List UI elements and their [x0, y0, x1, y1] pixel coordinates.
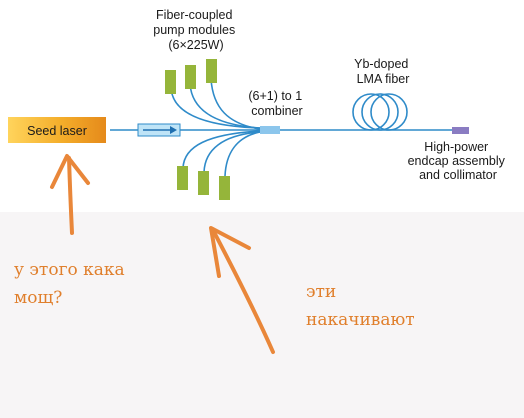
pump-module-1: [165, 70, 176, 94]
pump-fiber-3: [210, 78, 261, 130]
diagram-background: [0, 0, 524, 212]
pump-fibers-bottom: [182, 130, 261, 177]
fiber-label-line-2: LMA fiber: [357, 72, 410, 86]
fiber-label-line-1: Yb-doped: [354, 57, 408, 71]
fiber-label: Yb-doped LMA fiber: [354, 57, 412, 86]
pump-fiber-6: [224, 131, 261, 177]
pump-fiber-5: [203, 131, 261, 173]
pump-label-line-1: Fiber-coupled: [156, 8, 232, 22]
annotation-left: у этого кака мощ?: [14, 260, 125, 308]
coil-loop-2: [361, 93, 399, 131]
arrow-to-pumps-shaft: [212, 230, 275, 354]
pump-module-3: [206, 59, 217, 83]
coil-loop-1: [352, 93, 390, 131]
pump-module-5: [198, 171, 209, 195]
pump-module-6: [219, 176, 230, 200]
isolator-arrow-icon: [170, 126, 177, 134]
annotation-right: эти накачивают: [306, 282, 415, 330]
pump-label-line-2: pump modules: [153, 23, 235, 37]
pump-modules: [165, 59, 230, 200]
seed-laser-label: Seed laser: [27, 124, 87, 138]
endcap-label-line-1: High-power: [424, 140, 488, 154]
pump-module-4: [177, 166, 188, 190]
isolator: [137, 123, 181, 137]
arrow-to-seed-shaft: [67, 156, 74, 235]
pump-fiber-4: [182, 130, 261, 169]
fiber-coil: [352, 93, 408, 131]
endcap-label-line-3: and collimator: [419, 168, 497, 182]
arrow-to-pumps-icon: [209, 226, 251, 278]
arrow-to-seed-icon: [50, 154, 90, 189]
endcap-box: [452, 127, 469, 134]
pump-module-2: [185, 65, 196, 89]
combiner-label-line-2: combiner: [251, 104, 302, 118]
seed-laser-box: [8, 117, 106, 143]
pump-label-line-3: (6×225W): [168, 38, 223, 52]
combiner-label-line-1: (6+1) to 1: [248, 89, 302, 103]
combiner-label: (6+1) to 1 combiner: [248, 89, 305, 118]
seed-laser: Seed laser: [8, 117, 106, 143]
pump-label: Fiber-coupled pump modules (6×225W): [153, 8, 238, 52]
endcap-label: High-power endcap assembly and collimato…: [408, 140, 509, 182]
annotation-arrows: [50, 154, 275, 354]
combiner-box: [260, 126, 280, 134]
coil-loop-3: [370, 93, 408, 131]
endcap-label-line-2: endcap assembly: [408, 154, 506, 168]
